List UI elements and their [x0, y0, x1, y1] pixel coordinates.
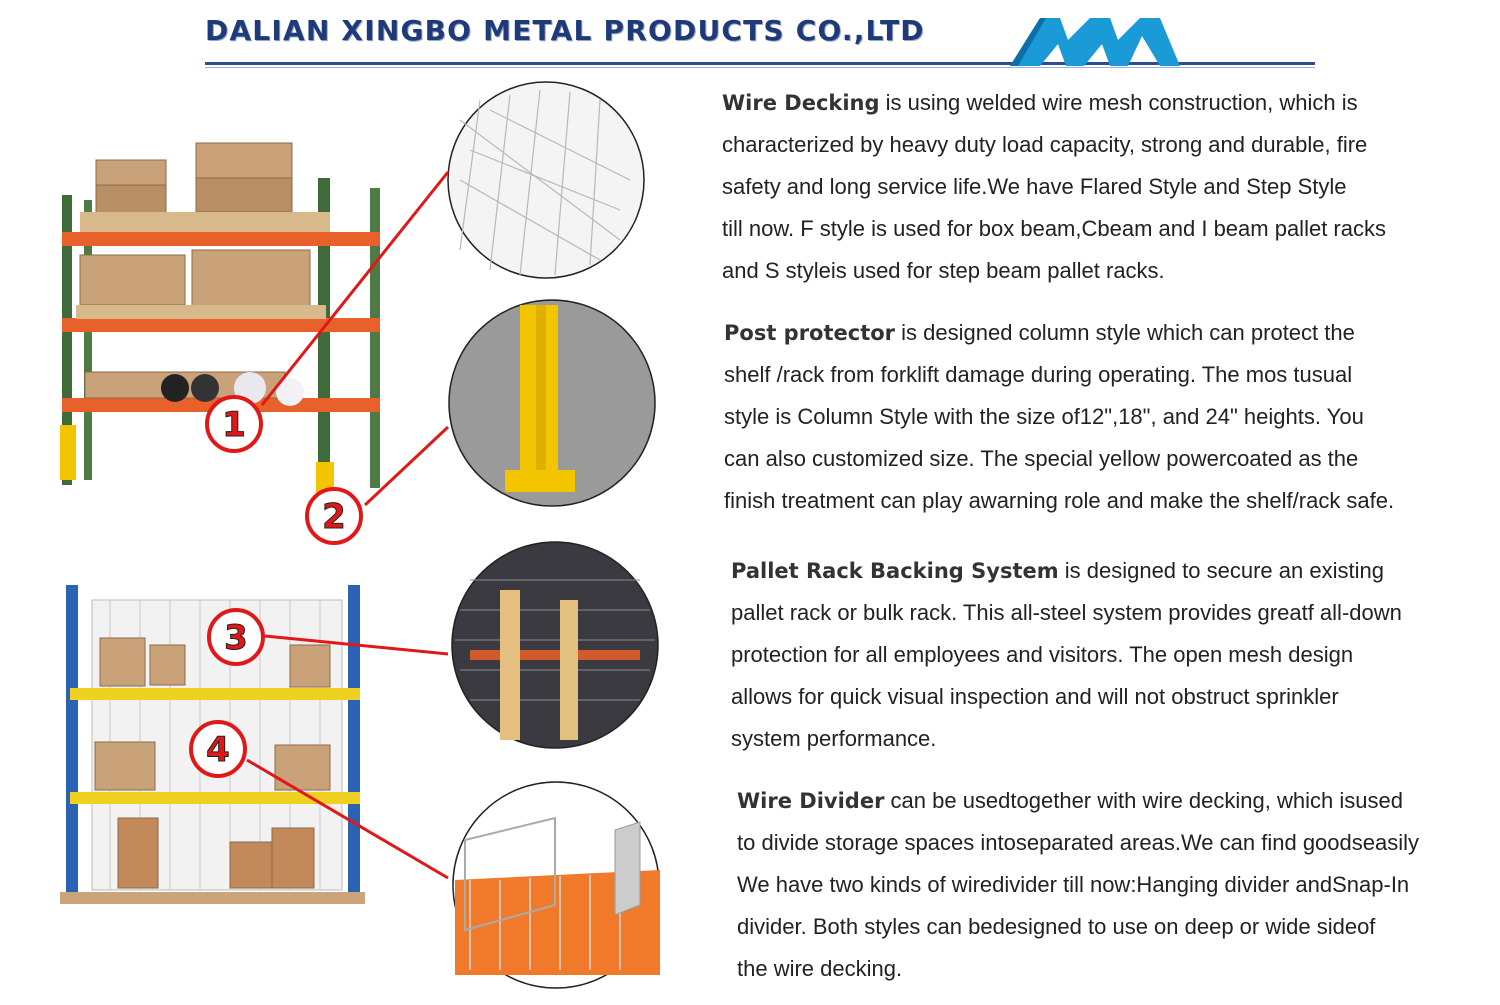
wire-divider-detail	[452, 781, 660, 989]
section-line: protection for all employees and visitor…	[731, 642, 1354, 667]
section-line: pallet rack or bulk rack. This all-steel…	[731, 600, 1402, 625]
product-illustrations	[60, 81, 660, 989]
callout-3: 3	[207, 608, 265, 666]
section-line: We have two kinds of wiredivider till no…	[737, 872, 1410, 897]
backing-system-detail	[451, 541, 659, 749]
company-name: DALIAN XINGBO METAL PRODUCTS CO.,LTD	[205, 14, 925, 47]
section-title: Wire Divider	[737, 789, 885, 813]
svg-text:2: 2	[322, 497, 346, 537]
section-line: to divide storage spaces intoseparated a…	[737, 830, 1420, 855]
header-rule-thin	[205, 67, 1315, 68]
section-title: Wire Decking	[722, 91, 880, 115]
section-line: system performance.	[731, 726, 937, 751]
section-line: allows for quick visual inspection and w…	[731, 684, 1339, 709]
company-logo	[1010, 18, 1180, 66]
section-line: and S styleis used for step beam pallet …	[722, 258, 1165, 283]
section-line: shelf /rack from forklift damage during …	[724, 362, 1353, 387]
section-wire-decking: Wire Decking is using welded wire mesh c…	[722, 82, 1386, 292]
section-line: is designed column style which can prote…	[895, 320, 1355, 345]
callout-4: 4	[189, 720, 247, 778]
section-post-protector: Post protector is designed column style …	[724, 312, 1394, 522]
section-line: characterized by heavy duty load capacit…	[722, 132, 1368, 157]
section-line: safety and long service life.We have Fla…	[722, 174, 1347, 199]
section-title: Pallet Rack Backing System	[731, 559, 1059, 583]
section-line: till now. F style is used for box beam,C…	[722, 216, 1386, 241]
section-line: style is Column Style with the size of12…	[724, 404, 1364, 429]
section-line: can be usedtogether with wire decking, w…	[884, 788, 1403, 813]
section-title: Post protector	[724, 321, 896, 345]
section-line: can also customized size. The special ye…	[724, 446, 1359, 471]
header-rule	[205, 62, 1315, 65]
post-protector-detail	[448, 299, 656, 507]
callout-2: 2	[305, 487, 363, 545]
callout-lines	[246, 171, 450, 880]
section-line: finish treatment can play awarning role …	[724, 488, 1395, 513]
wire-decking-detail	[447, 81, 645, 279]
section-line: is designed to secure an existing	[1058, 558, 1384, 583]
pallet-rack-illustration	[60, 142, 380, 510]
section-line: is using welded wire mesh construction, …	[879, 90, 1358, 115]
svg-text:1: 1	[222, 405, 246, 445]
section-line: the wire decking.	[737, 956, 903, 981]
section-backing-system: Pallet Rack Backing System is designed t…	[731, 550, 1402, 760]
svg-text:3: 3	[224, 618, 248, 658]
section-wire-divider: Wire Divider can be usedtogether with wi…	[737, 780, 1419, 990]
section-line: divider. Both styles can bedesigned to u…	[737, 914, 1376, 939]
svg-text:4: 4	[206, 730, 230, 770]
callout-1: 1	[205, 395, 263, 453]
